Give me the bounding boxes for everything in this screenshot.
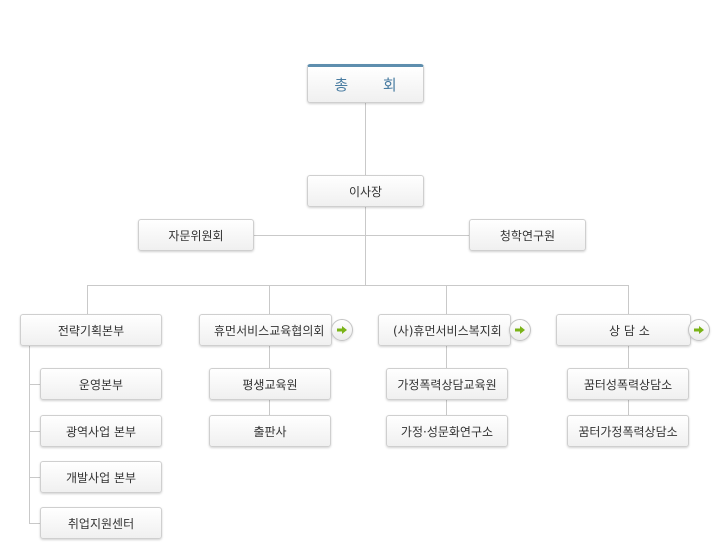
division-human-service-edu-council[interactable]: 휴먼서비스교육협의회 bbox=[199, 314, 332, 346]
sub-family-gender-culture-institute[interactable]: 가정·성문화연구소 bbox=[386, 415, 508, 447]
sub-domestic-violence-counseling-edu[interactable]: 가정폭력상담교육원 bbox=[386, 368, 508, 400]
connector-horizontal-bus bbox=[87, 285, 628, 286]
research-institute-node[interactable]: 청학연구원 bbox=[469, 219, 586, 251]
connector-div1-branch1 bbox=[29, 384, 41, 385]
sub-regional-business-hq[interactable]: 광역사업 본부 bbox=[40, 415, 162, 447]
connector-div1-branch4 bbox=[29, 523, 41, 524]
connector-div1-branch2 bbox=[29, 431, 41, 432]
connector-div1-branch3 bbox=[29, 477, 41, 478]
connector-div2 bbox=[269, 285, 270, 315]
sub-sexual-violence-counseling[interactable]: 꿈터성폭력상담소 bbox=[567, 368, 689, 400]
sub-employment-support-center[interactable]: 취업지원센터 bbox=[40, 507, 162, 539]
connector-advisory bbox=[253, 235, 470, 236]
arrow-right-icon bbox=[694, 326, 704, 334]
advisory-committee-node[interactable]: 자문위원회 bbox=[138, 219, 254, 251]
division-strategy-planning[interactable]: 전략기획본부 bbox=[20, 314, 162, 346]
connector-top-chairman bbox=[365, 102, 366, 176]
connector-chairman-down bbox=[365, 207, 366, 285]
arrow-right-icon bbox=[515, 326, 525, 334]
general-assembly-node[interactable]: 총 회 bbox=[307, 64, 424, 103]
sub-development-business-hq[interactable]: 개발사업 본부 bbox=[40, 461, 162, 493]
division-human-service-welfare[interactable]: (사)휴먼서비스복지회 bbox=[378, 314, 511, 346]
division-4-link-button[interactable] bbox=[688, 319, 710, 341]
division-3-link-button[interactable] bbox=[509, 319, 531, 341]
connector-div3 bbox=[446, 285, 447, 315]
division-counseling-center[interactable]: 상 담 소 bbox=[556, 314, 691, 346]
chairman-node[interactable]: 이사장 bbox=[307, 175, 424, 207]
connector-div1 bbox=[87, 285, 88, 315]
division-2-link-button[interactable] bbox=[331, 319, 353, 341]
arrow-right-icon bbox=[337, 326, 347, 334]
sub-operations-hq[interactable]: 운영본부 bbox=[40, 368, 162, 400]
connector-div4 bbox=[628, 285, 629, 315]
sub-lifelong-education[interactable]: 평생교육원 bbox=[209, 368, 331, 400]
sub-domestic-violence-counseling[interactable]: 꿈터가정폭력상담소 bbox=[567, 415, 689, 447]
connector-div1-spine bbox=[29, 346, 30, 523]
sub-publisher[interactable]: 출판사 bbox=[209, 415, 331, 447]
